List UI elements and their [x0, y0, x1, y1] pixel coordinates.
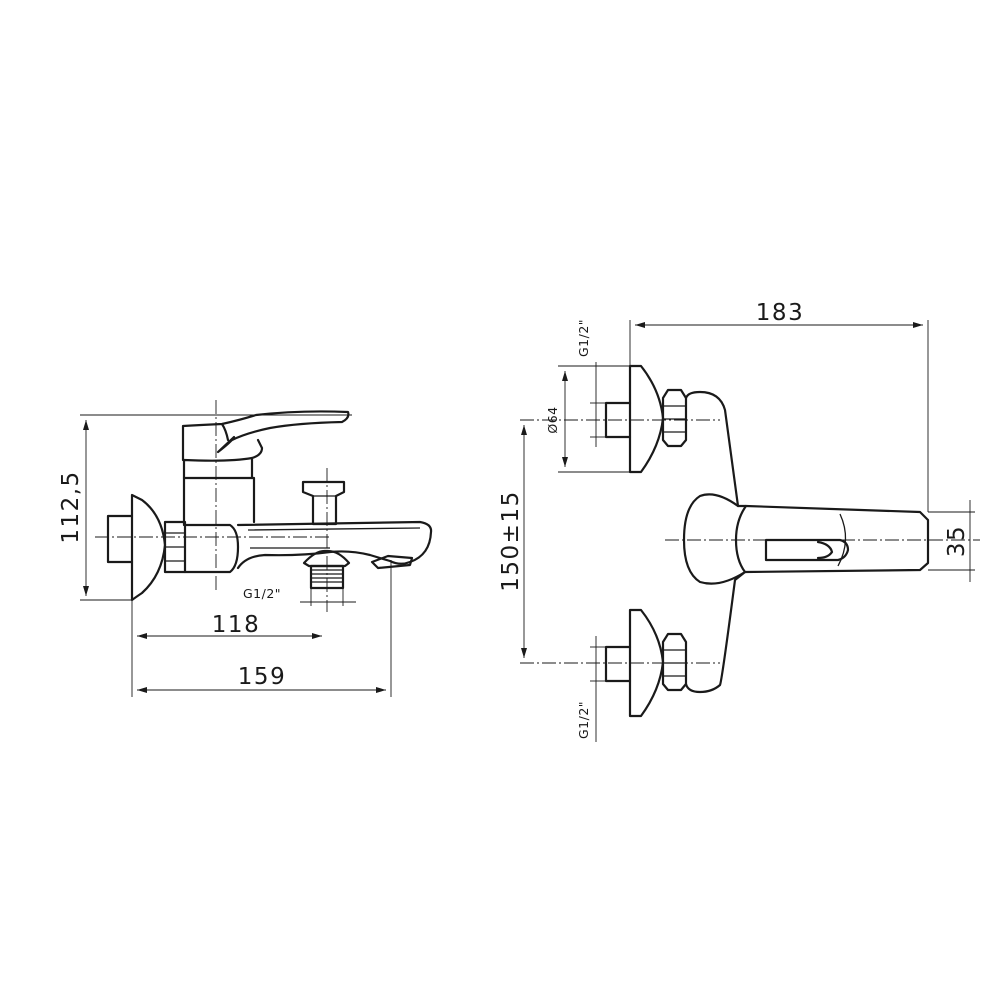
front-top-flange [628, 364, 665, 474]
front-view: 183 G1/2" Ø64 150±15 G1/2" 35 [498, 300, 980, 742]
front-lever-slot [764, 538, 850, 562]
side-inlet-stub [106, 514, 134, 564]
side-diverter-knob [301, 480, 346, 526]
side-height-label: 112,5 [58, 470, 84, 543]
front-bottom-hex-nut [661, 632, 688, 692]
side-handle-crease [220, 422, 230, 442]
front-width-label: 183 [756, 300, 804, 326]
front-diameter-label: Ø64 [545, 406, 560, 433]
side-outlet-connector [302, 549, 351, 568]
side-outlet-depth-label: 118 [212, 612, 260, 638]
side-total-depth-label: 159 [238, 664, 286, 690]
front-centres-label: 150±15 [498, 490, 524, 591]
side-cartridge-housing [182, 476, 256, 527]
front-lever-slot-detail [816, 540, 834, 560]
side-view: 112,5 G1/2" 118 159 [58, 400, 433, 697]
side-aerator [370, 554, 414, 570]
side-handle-lever [181, 410, 350, 462]
front-valve-body [684, 390, 930, 694]
front-bottom-thread-label: G1/2" [576, 701, 591, 739]
front-top-inlet [604, 401, 632, 439]
side-valve-body [183, 523, 240, 574]
front-top-thread-label: G1/2" [576, 319, 591, 357]
side-spout-detail [247, 527, 421, 549]
front-bottom-inlet [604, 645, 632, 683]
front-lever-neck [734, 504, 748, 574]
front-spout-label: 35 [944, 525, 970, 557]
side-wall-flange [130, 493, 167, 602]
side-handle-base [182, 438, 264, 480]
side-hex-nut [163, 520, 187, 574]
front-top-hex-nut [661, 388, 688, 448]
side-thread-label: G1/2" [243, 586, 281, 601]
